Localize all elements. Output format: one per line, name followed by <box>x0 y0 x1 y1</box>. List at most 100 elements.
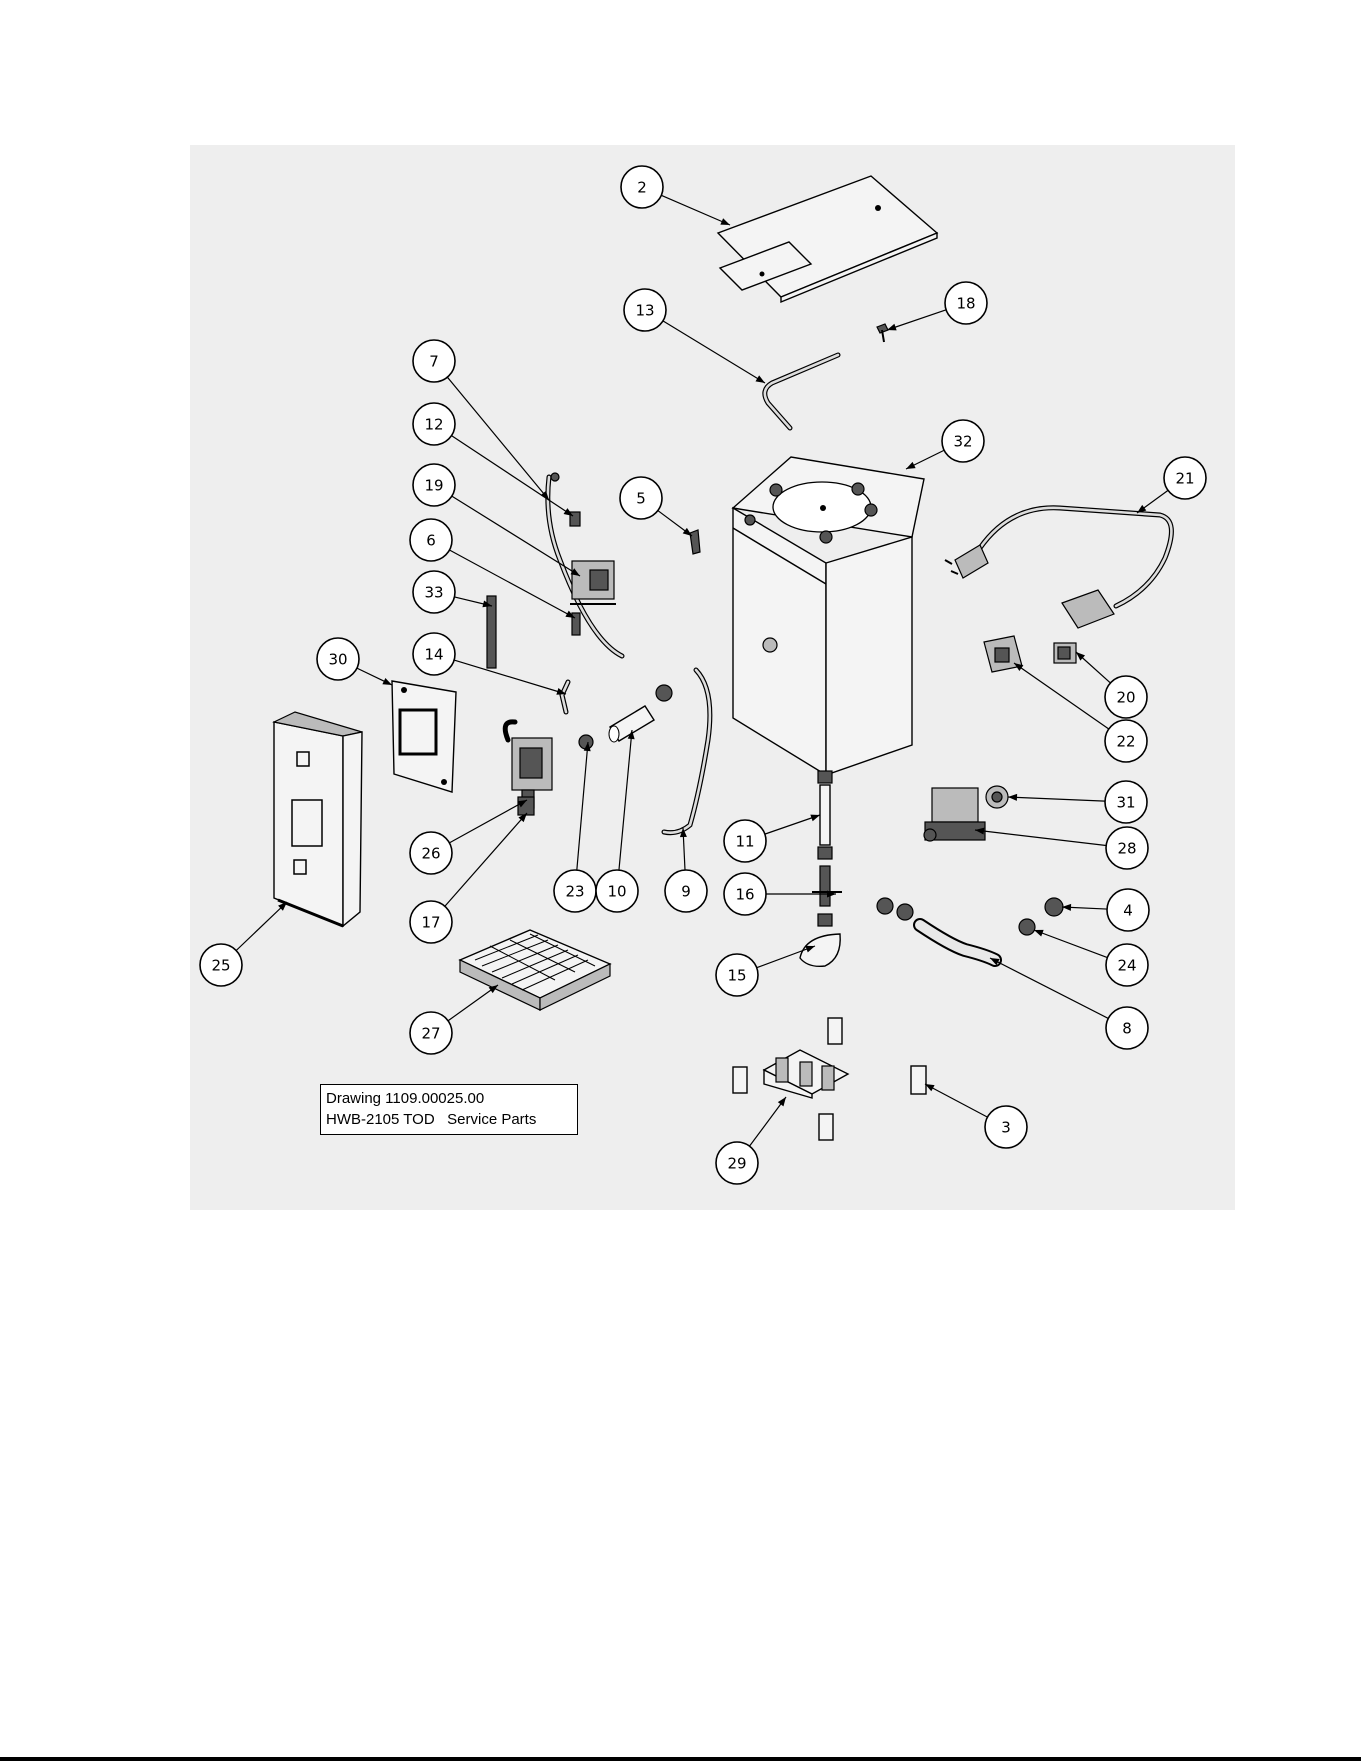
part-bracket-29 <box>764 1050 848 1098</box>
callout-number-2: 2 <box>637 179 647 197</box>
callout-number-3: 3 <box>1001 1119 1011 1137</box>
callout-number-13: 13 <box>635 302 654 320</box>
callout-28: 28 <box>1106 827 1148 869</box>
part-fitting-18 <box>877 324 888 342</box>
part-switch-20 <box>1054 643 1076 663</box>
callout-16: 16 <box>724 873 766 915</box>
callout-number-11: 11 <box>735 833 754 851</box>
leader-arrowhead-24 <box>1034 930 1044 937</box>
part-clip-5 <box>690 530 700 554</box>
leader-line-24 <box>1034 930 1107 958</box>
leader-arrowhead-11 <box>810 815 820 822</box>
callout-25: 25 <box>200 944 242 986</box>
callout-number-9: 9 <box>681 883 691 901</box>
callout-number-31: 31 <box>1116 794 1135 812</box>
leader-arrowhead-30 <box>382 678 392 685</box>
leader-arrowhead-13 <box>755 375 765 383</box>
leader-line-25 <box>236 902 287 951</box>
callout-number-19: 19 <box>424 477 443 495</box>
part-sleeve-10 <box>609 685 672 742</box>
callout-number-10: 10 <box>607 883 626 901</box>
callout-number-27: 27 <box>421 1025 440 1043</box>
part-front-panel-25 <box>274 712 362 926</box>
callout-27: 27 <box>410 1012 452 1054</box>
part-top-cover <box>718 176 937 302</box>
drawing-number: Drawing 1109.00025.00 <box>326 1088 572 1109</box>
callout-number-33: 33 <box>424 584 443 602</box>
part-nuts <box>877 898 913 920</box>
leader-line-27 <box>448 985 498 1021</box>
part-funnel-15 <box>800 914 840 966</box>
callout-number-4: 4 <box>1123 902 1133 920</box>
leader-lines <box>236 195 1168 1146</box>
leader-line-8 <box>990 958 1108 1018</box>
callout-8: 8 <box>1106 1007 1148 1049</box>
callout-number-12: 12 <box>424 416 443 434</box>
callout-23: 23 <box>554 870 596 912</box>
callout-31: 31 <box>1105 781 1147 823</box>
leader-line-10 <box>619 730 632 870</box>
leader-line-29 <box>750 1097 786 1146</box>
callout-11: 11 <box>724 820 766 862</box>
leader-line-13 <box>663 321 765 383</box>
drawing-title: HWB-2105 TOD Service Parts <box>326 1109 572 1130</box>
callout-number-16: 16 <box>735 886 754 904</box>
callout-33: 33 <box>413 571 455 613</box>
callout-number-21: 21 <box>1175 470 1194 488</box>
part-washer-24 <box>1019 919 1035 935</box>
callout-number-15: 15 <box>727 967 746 985</box>
callout-number-14: 14 <box>424 646 443 664</box>
part-valve-19 <box>570 561 616 604</box>
part-fitting-11 <box>818 771 832 859</box>
leader-line-26 <box>449 800 527 843</box>
callout-number-26: 26 <box>421 845 440 863</box>
exploded-parts-diagram: 2131871232195216331430202231262811231091… <box>190 145 1235 1210</box>
callout-number-30: 30 <box>328 651 347 669</box>
callout-number-22: 22 <box>1116 733 1135 751</box>
callout-number-23: 23 <box>565 883 584 901</box>
part-elbow-14 <box>562 682 568 712</box>
callout-22: 22 <box>1105 720 1147 762</box>
part-receptacle-22 <box>984 636 1022 672</box>
callout-number-6: 6 <box>426 532 436 550</box>
callout-number-29: 29 <box>727 1155 746 1173</box>
callout-19: 19 <box>413 464 455 506</box>
callout-number-8: 8 <box>1122 1020 1132 1038</box>
callout-number-7: 7 <box>429 353 439 371</box>
part-power-cord-21 <box>945 508 1171 628</box>
leader-arrowhead-2 <box>720 218 730 225</box>
callout-13: 13 <box>624 289 666 331</box>
callout-number-32: 32 <box>953 433 972 451</box>
part-tank-32 <box>733 457 924 775</box>
leader-line-2 <box>661 195 730 225</box>
callout-24: 24 <box>1106 944 1148 986</box>
callout-26: 26 <box>410 832 452 874</box>
part-elbow-tube-8 <box>920 925 995 960</box>
callout-32: 32 <box>942 420 984 462</box>
drawing-title-block: Drawing 1109.00025.00 HWB-2105 TOD Servi… <box>320 1084 578 1135</box>
part-tube-13 <box>765 355 838 428</box>
leader-arrowhead-5 <box>683 528 692 536</box>
part-strip-33 <box>487 596 496 668</box>
callout-30: 30 <box>317 638 359 680</box>
callout-4: 4 <box>1107 889 1149 931</box>
callout-12: 12 <box>413 403 455 445</box>
callout-2: 2 <box>621 166 663 208</box>
callout-5: 5 <box>620 477 662 519</box>
callout-9: 9 <box>665 870 707 912</box>
callout-29: 29 <box>716 1142 758 1184</box>
callout-17: 17 <box>410 901 452 943</box>
callout-number-17: 17 <box>421 914 440 932</box>
callout-number-5: 5 <box>636 490 646 508</box>
part-fitting-16 <box>812 866 842 906</box>
leader-line-7 <box>447 377 549 500</box>
leader-line-18 <box>887 310 946 330</box>
callout-number-20: 20 <box>1116 689 1135 707</box>
footer-rule <box>0 1757 1361 1761</box>
callout-number-25: 25 <box>211 957 230 975</box>
callout-6: 6 <box>410 519 452 561</box>
callout-21: 21 <box>1164 457 1206 499</box>
leader-line-14 <box>454 660 566 694</box>
